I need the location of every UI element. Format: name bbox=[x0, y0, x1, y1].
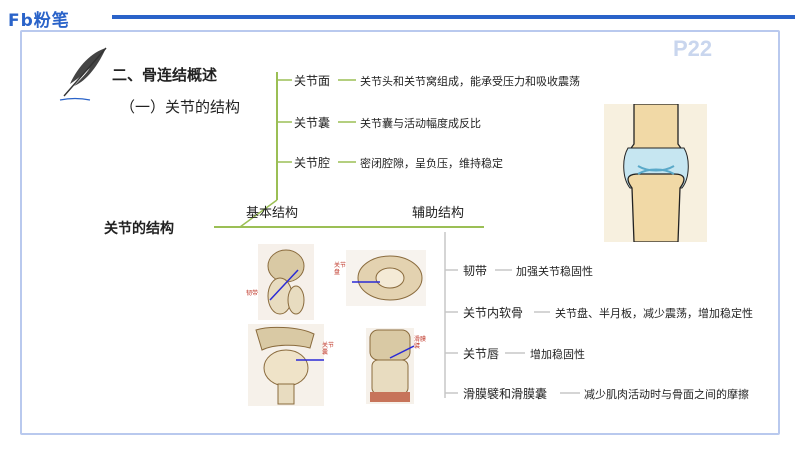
basic-desc-joint-capsule: 关节囊与活动幅度成反比 bbox=[360, 117, 481, 130]
aux-label-labrum: 关节唇 bbox=[463, 347, 500, 361]
synovial-fold-image bbox=[366, 328, 415, 404]
section-heading: 二、骨连结概述 bbox=[112, 66, 218, 84]
branch-auxiliary: 辅助结构 bbox=[412, 206, 465, 221]
basic-label-joint-cavity: 关节腔 bbox=[294, 156, 331, 170]
basic-label-joint-capsule: 关节囊 bbox=[294, 116, 331, 130]
articular-disc-image bbox=[346, 250, 426, 306]
slide-frame bbox=[20, 30, 780, 435]
page-number: P22 bbox=[673, 36, 713, 61]
synovial-fold-tag: 滑膜襞 bbox=[414, 336, 427, 350]
main-title: 关节的结构 bbox=[104, 221, 174, 237]
aux-label-synovial-folds-bursae: 滑膜襞和滑膜囊 bbox=[463, 387, 548, 401]
basic-desc-articular-surface: 关节头和关节窝组成，能承受压力和吸收震荡 bbox=[360, 75, 580, 88]
aux-label-ligament: 韧带 bbox=[463, 264, 488, 278]
aux-desc-ligament: 加强关节稳固性 bbox=[516, 265, 593, 278]
fenbi-logo: Fb粉笔 bbox=[8, 11, 70, 31]
header-rule bbox=[112, 15, 795, 19]
aux-label-intraarticular-cartilage: 关节内软骨 bbox=[463, 306, 524, 320]
joint-capsule-image bbox=[248, 324, 324, 406]
joint-capsule-tag: 关节囊 bbox=[322, 342, 335, 356]
knee-ligament-image bbox=[258, 244, 314, 320]
basic-desc-joint-cavity: 密闭腔隙，呈负压，维持稳定 bbox=[360, 157, 503, 170]
section-subheading: （一）关节的结构 bbox=[120, 98, 241, 116]
ligament-tag: 韧带 bbox=[246, 290, 259, 297]
basic-label-articular-surface: 关节面 bbox=[294, 74, 331, 88]
aux-desc-intraarticular-cartilage: 关节盘、半月板，减少震荡，增加稳定性 bbox=[555, 307, 753, 320]
branch-basic: 基本结构 bbox=[246, 206, 299, 221]
aux-desc-labrum: 增加稳固性 bbox=[530, 348, 585, 361]
articular-disc-tag: 关节盘 bbox=[334, 262, 347, 276]
joint-diagram-image bbox=[604, 104, 707, 242]
aux-desc-synovial-folds-bursae: 减少肌肉活动时与骨面之间的摩擦 bbox=[584, 388, 749, 401]
feather-quill-icon bbox=[59, 47, 107, 101]
